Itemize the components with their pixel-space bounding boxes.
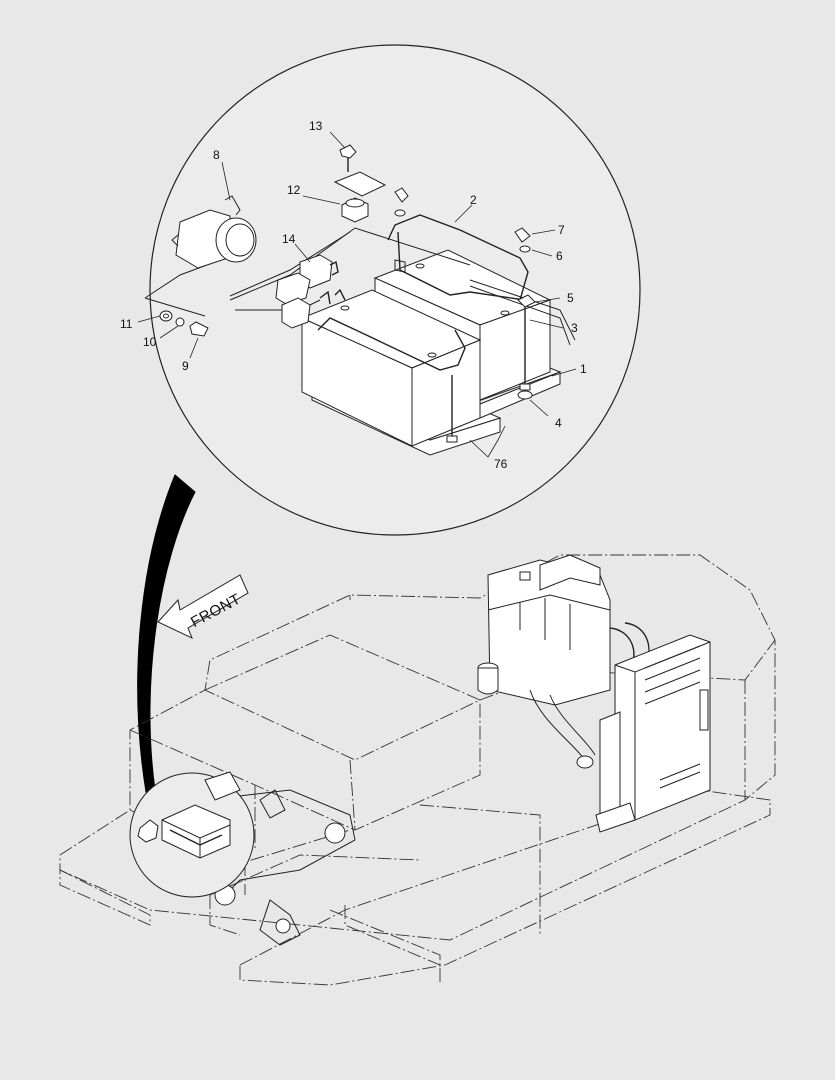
part-label-1: 1 <box>580 362 587 376</box>
machine-frame <box>59 554 776 986</box>
wing-nuts-and-washers <box>394 187 536 400</box>
battery-location-circle <box>129 771 255 898</box>
part-label-5: 5 <box>567 291 574 305</box>
battery-disconnect-switch <box>171 195 257 269</box>
part-label-14: 14 <box>282 232 296 246</box>
part-number-labels: 13 8 12 2 14 7 6 5 3 1 4 11 10 9 76 <box>120 119 587 471</box>
terminal-cover <box>275 254 346 329</box>
part-label-6: 6 <box>556 249 563 263</box>
part-label-4: 4 <box>555 416 562 430</box>
part-label-11: 11 <box>120 317 133 331</box>
radiator <box>595 634 711 833</box>
part-label-13: 13 <box>309 119 323 133</box>
part-label-3: 3 <box>571 321 578 335</box>
part-label-10: 10 <box>143 335 157 349</box>
part-label-7: 7 <box>558 223 565 237</box>
part-label-12: 12 <box>287 183 301 197</box>
battery-front <box>300 289 482 447</box>
part-label-2: 2 <box>470 193 477 207</box>
engine <box>477 554 650 769</box>
battery-cables <box>144 227 576 346</box>
front-direction-arrow: FRONT <box>157 574 249 639</box>
part-label-76: 76 <box>494 457 508 471</box>
part-label-9: 9 <box>182 359 189 373</box>
mounting-bracket <box>333 144 387 223</box>
leader-lines <box>137 131 577 458</box>
part-label-8: 8 <box>213 148 220 162</box>
washers-and-bolt <box>159 310 209 337</box>
hold-down-rods <box>446 300 531 443</box>
battery-hold-down-clamp <box>317 214 529 371</box>
swing-frame-links <box>204 789 356 946</box>
detail-view: 13 8 12 2 14 7 6 5 3 1 4 11 10 9 76 <box>120 44 641 536</box>
